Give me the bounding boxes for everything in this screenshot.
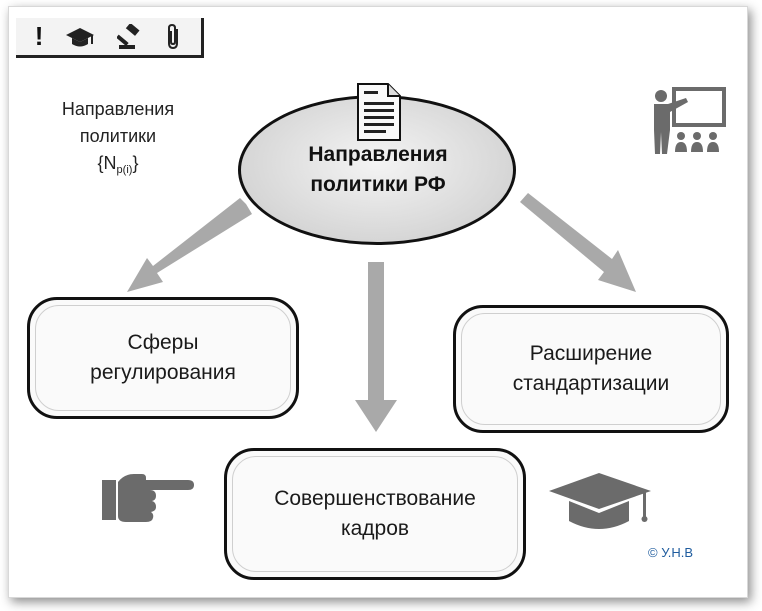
formula-close: } <box>132 153 139 173</box>
exclamation-icon[interactable]: ! <box>34 21 44 51</box>
box-left-line1: Сферы <box>127 331 199 354</box>
exclamation-glyph: ! <box>34 21 44 51</box>
toolbar: ! <box>16 18 204 58</box>
box-right-line1: Расширение <box>529 342 653 365</box>
box-left-line2: регулирования <box>90 361 236 384</box>
document-icon <box>356 82 402 147</box>
box-right-line2: стандартизации <box>512 372 670 395</box>
arrow-to-right-box <box>520 193 636 292</box>
side-label-formula: {Np(i)} <box>38 150 198 184</box>
center-title-line1: Направления <box>308 143 448 166</box>
side-label-line1: Направления <box>61 99 175 119</box>
mortarboard-icon <box>547 471 657 542</box>
side-label: Направления политики {Np(i)} <box>38 96 198 184</box>
box-bottom-line2: кадров <box>340 517 410 540</box>
center-oval <box>238 95 516 245</box>
teacher-presentation-icon <box>648 86 728 163</box>
side-label-line2: политики <box>79 126 157 146</box>
copyright-note: © У.Н.В <box>648 545 694 560</box>
pointing-hand-icon <box>100 466 196 533</box>
center-title-line2: политики РФ <box>310 173 446 196</box>
arrow-to-bottom-box <box>355 262 397 432</box>
arrow-to-left-box <box>127 198 252 292</box>
gavel-icon[interactable] <box>116 23 145 51</box>
formula-subscript: p(i) <box>116 164 133 176</box>
box-personnel: Совершенствование кадров <box>224 448 526 580</box>
formula-open: {N <box>97 153 117 173</box>
box-standardization: Расширение стандартизации <box>453 305 729 433</box>
graduation-cap-icon[interactable] <box>65 23 95 51</box>
center-title: Направления политики РФ <box>278 140 478 200</box>
box-bottom-line1: Совершенствование <box>274 487 476 510</box>
paperclip-icon[interactable] <box>166 23 182 51</box>
box-regulation-spheres: Сферы регулирования <box>27 297 299 419</box>
